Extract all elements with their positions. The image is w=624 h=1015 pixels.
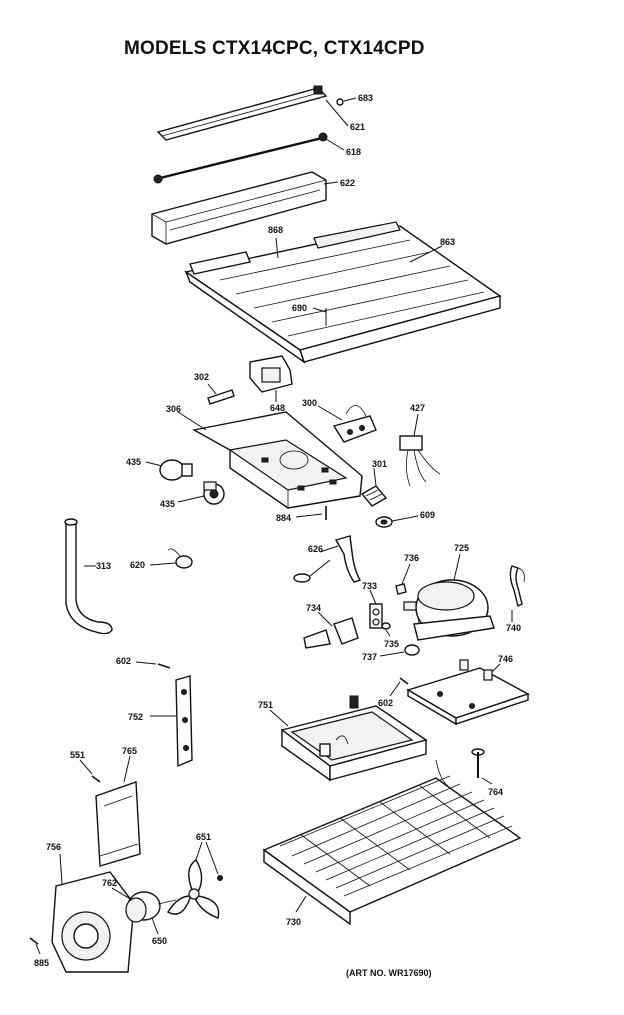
label-648: 648 xyxy=(270,403,285,413)
clamp-part xyxy=(293,535,362,583)
label-884: 884 xyxy=(276,513,291,523)
compressor-part xyxy=(403,579,495,641)
label-752: 752 xyxy=(128,712,143,722)
lamp-part xyxy=(159,459,193,481)
trim-strip-part xyxy=(156,85,344,141)
channel-part xyxy=(151,171,327,245)
base-plate-part xyxy=(406,659,530,726)
label-764: 764 xyxy=(488,787,503,797)
label-765: 765 xyxy=(122,746,137,756)
screw-part xyxy=(471,748,485,778)
thermostat-part xyxy=(249,355,293,393)
overload-part xyxy=(369,603,383,629)
bracket-part xyxy=(175,675,193,768)
label-740: 740 xyxy=(506,623,521,633)
label-725: 725 xyxy=(454,543,469,553)
label-735: 735 xyxy=(384,639,399,649)
start-relay-part xyxy=(303,617,359,649)
label-683: 683 xyxy=(358,93,373,103)
label-863: 863 xyxy=(440,237,455,247)
label-602-lower: 602 xyxy=(378,698,393,708)
pin-part xyxy=(207,389,235,405)
knob-part xyxy=(360,485,388,507)
label-620: 620 xyxy=(130,560,145,570)
fan-motor-part xyxy=(125,891,177,923)
tray-part xyxy=(184,221,502,364)
label-736: 736 xyxy=(404,553,419,563)
label-626: 626 xyxy=(308,544,323,554)
label-300: 300 xyxy=(302,398,317,408)
label-730: 730 xyxy=(286,917,301,927)
panel-part xyxy=(95,781,141,867)
label-651: 651 xyxy=(196,832,211,842)
fan-blade-part xyxy=(167,859,223,919)
lamp-socket-part xyxy=(203,481,225,505)
drain-tube-part xyxy=(64,518,113,635)
label-427: 427 xyxy=(410,403,425,413)
switch-part xyxy=(332,405,377,443)
label-734: 734 xyxy=(306,603,321,613)
control-housing-part xyxy=(191,411,363,509)
label-868: 868 xyxy=(268,225,283,235)
label-762: 762 xyxy=(102,878,117,888)
label-313: 313 xyxy=(96,561,111,571)
drain-pan-part xyxy=(280,695,428,782)
label-751: 751 xyxy=(258,700,273,710)
label-609: 609 xyxy=(420,510,435,520)
page-title: MODELS CTX14CPC, CTX14CPD xyxy=(124,38,425,59)
label-551: 551 xyxy=(70,750,85,760)
label-618: 618 xyxy=(346,147,361,157)
label-650: 650 xyxy=(152,936,167,946)
label-622: 622 xyxy=(340,178,355,188)
label-621: 621 xyxy=(350,122,365,132)
label-733: 733 xyxy=(362,581,377,591)
rod-part xyxy=(153,132,328,184)
bracket-clip-part xyxy=(509,565,525,608)
label-301: 301 xyxy=(372,459,387,469)
grommet-part xyxy=(375,516,393,528)
label-306: 306 xyxy=(166,404,181,414)
condenser-coil-part xyxy=(262,759,522,926)
label-602-upper: 602 xyxy=(116,656,131,666)
cap-part xyxy=(167,548,193,569)
fan-shroud-part xyxy=(51,871,135,973)
label-737: 737 xyxy=(362,652,377,662)
art-number: (ART NO. WR17690) xyxy=(346,968,432,978)
label-746: 746 xyxy=(498,654,513,664)
label-302: 302 xyxy=(194,372,209,382)
connector-part xyxy=(399,435,441,487)
label-756: 756 xyxy=(46,842,61,852)
label-690: 690 xyxy=(292,303,307,313)
label-885: 885 xyxy=(34,958,49,968)
label-435-socket: 435 xyxy=(160,499,175,509)
label-435-lamp: 435 xyxy=(126,457,141,467)
